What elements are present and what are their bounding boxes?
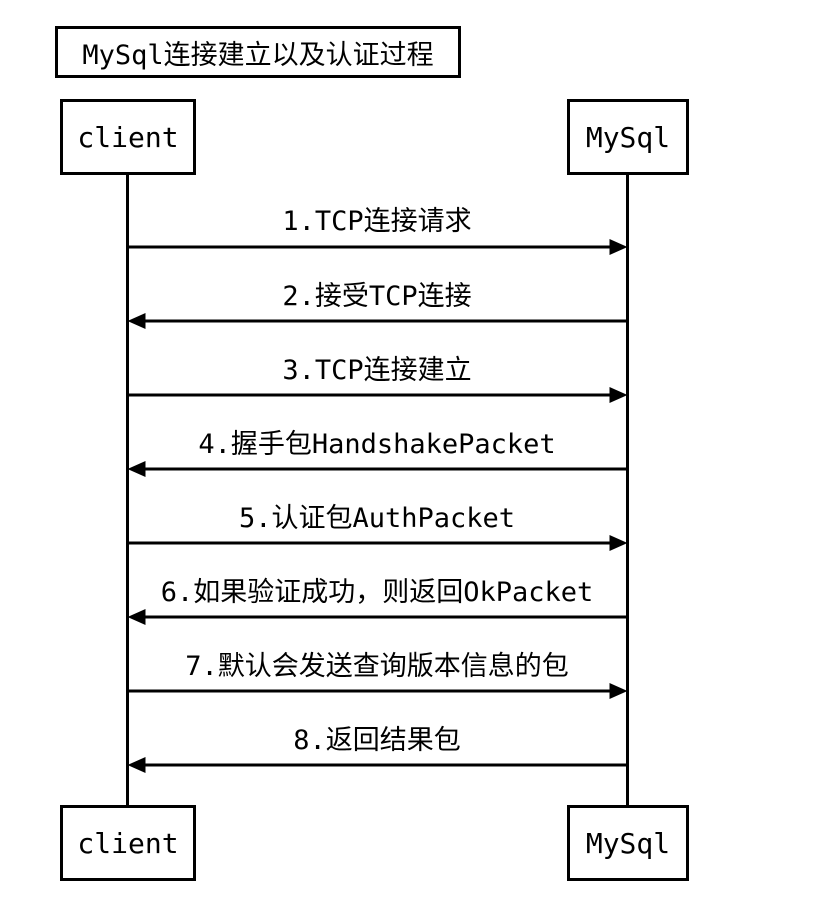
message-arrow-1 bbox=[127, 239, 628, 255]
message-arrow-6 bbox=[127, 609, 628, 625]
message-label-1: 1.TCP连接请求 bbox=[282, 206, 472, 237]
arrowhead-icon bbox=[127, 313, 146, 329]
message-label-8: 8.返回结果包 bbox=[293, 725, 461, 756]
message-label-7: 7.默认会发送查询版本信息的包 bbox=[185, 651, 569, 682]
message-label-3: 3.TCP连接建立 bbox=[282, 355, 472, 386]
client-lifeline bbox=[126, 175, 129, 805]
message-arrow-3 bbox=[127, 387, 628, 403]
message-arrow-2 bbox=[127, 313, 628, 329]
client-actor-top: client bbox=[60, 99, 196, 175]
message-label-4: 4.握手包HandshakePacket bbox=[198, 429, 556, 460]
message-label-2: 2.接受TCP连接 bbox=[282, 281, 472, 312]
message-label-6: 6.如果验证成功，则返回OkPacket bbox=[160, 577, 594, 608]
client-actor-bottom: client bbox=[60, 805, 196, 881]
diagram-title: MySql连接建立以及认证过程 bbox=[55, 26, 461, 78]
mysql-actor-bottom: MySql bbox=[567, 805, 689, 881]
arrowhead-icon bbox=[127, 461, 146, 477]
message-arrow-4 bbox=[127, 461, 628, 477]
arrowhead-icon bbox=[127, 609, 146, 625]
mysql-actor-top: MySql bbox=[567, 99, 689, 175]
message-arrow-8 bbox=[127, 757, 628, 773]
mysql-lifeline bbox=[626, 175, 629, 805]
arrowhead-icon bbox=[609, 387, 628, 403]
message-label-5: 5.认证包AuthPacket bbox=[238, 503, 516, 534]
message-arrow-5 bbox=[127, 535, 628, 551]
arrowhead-icon bbox=[609, 535, 628, 551]
arrowhead-icon bbox=[127, 757, 146, 773]
arrowhead-icon bbox=[609, 683, 628, 699]
arrowhead-icon bbox=[609, 239, 628, 255]
message-arrow-7 bbox=[127, 683, 628, 699]
